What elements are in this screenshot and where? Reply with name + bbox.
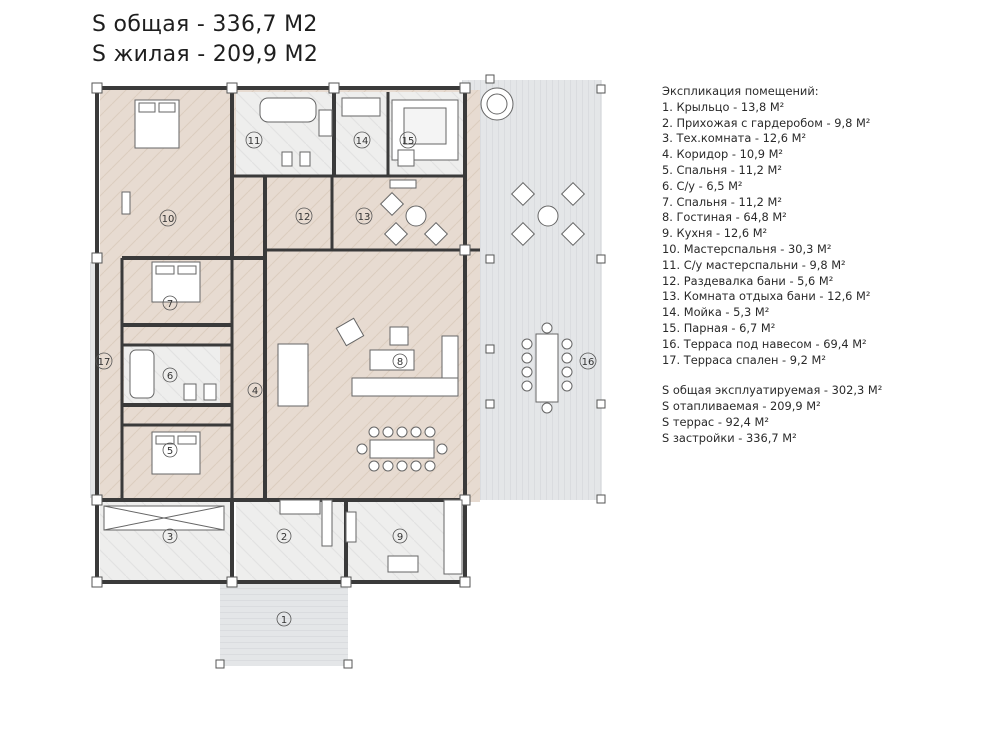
legend-room: 17. Терраса спален - 9,2 М² (662, 352, 826, 367)
label-r15: 15 (402, 136, 415, 147)
label-r7: 7 (167, 299, 173, 310)
legend-room: 8. Гостиная - 64,8 М² (662, 210, 787, 225)
legend-room: 10. Мастерспальня - 30,3 М² (662, 241, 832, 256)
legend-total: S общая эксплуатируемая - 302,3 М² (662, 383, 883, 398)
legend-room: 13. Комната отдыха бани - 12,6 М² (662, 289, 871, 304)
room-markers (95, 131, 597, 627)
legend-room: 16. Терраса под навесом - 69,4 М² (662, 336, 867, 351)
label-r3: 3 (167, 532, 173, 543)
label-r11: 11 (248, 136, 261, 147)
furniture (103, 87, 586, 575)
label-r5: 5 (167, 446, 173, 457)
legend-total: S террас - 92,4 М² (662, 414, 769, 429)
legend-room: 2. Прихожая с гардеробом - 9,8 М² (662, 115, 871, 130)
legend-room: 14. Мойка - 5,3 М² (662, 305, 770, 320)
room-numbers: 1 2 3 4 5 6 7 8 9 10 11 12 13 14 15 16 1… (98, 136, 595, 626)
walls (95, 86, 480, 584)
legend-room: 6. С/у - 6,5 М² (662, 178, 743, 193)
room-legend: Экспликация помещений: 1. Крыльцо - 13,8… (662, 84, 982, 447)
legend-room: 9. Кухня - 12,6 М² (662, 226, 768, 241)
label-r13: 13 (358, 212, 371, 223)
label-r17: 17 (98, 357, 111, 368)
legend-room: 7. Спальня - 11,2 М² (662, 194, 782, 209)
legend-room: 5. Спальня - 11,2 М² (662, 162, 782, 177)
label-r2: 2 (281, 532, 287, 543)
label-r1: 1 (281, 615, 287, 626)
label-r4: 4 (252, 386, 258, 397)
legend-spacer (662, 368, 982, 383)
legend-room: 11. С/у мастерспальни - 9,8 М² (662, 257, 846, 272)
label-r16: 16 (582, 357, 595, 368)
label-r12: 12 (298, 212, 311, 223)
legend-room: 3. Тех.комната - 12,6 М² (662, 131, 807, 146)
legend-total: S отапливаемая - 209,9 М² (662, 399, 821, 414)
label-r9: 9 (397, 532, 403, 543)
legend-heading: Экспликация помещений: (662, 84, 819, 98)
wall-posts (91, 74, 606, 669)
legend-room: 12. Раздевалка бани - 5,6 М² (662, 273, 834, 288)
living-area-title: S жилая - 209,9 М2 (92, 42, 319, 67)
total-area-title: S общая - 336,7 М2 (92, 12, 318, 37)
legend-total: S застройки - 336,7 М² (662, 430, 797, 445)
label-r14: 14 (356, 136, 369, 147)
legend-room: 1. Крыльцо - 13,8 М² (662, 99, 785, 114)
legend-room: 4. Коридор - 10,9 М² (662, 147, 783, 162)
label-r6: 6 (167, 371, 173, 382)
legend-room: 15. Парная - 6,7 М² (662, 320, 776, 335)
porch-1 (220, 582, 348, 666)
label-r10: 10 (162, 214, 175, 225)
label-r8: 8 (397, 357, 403, 368)
terrace-16 (462, 80, 602, 500)
